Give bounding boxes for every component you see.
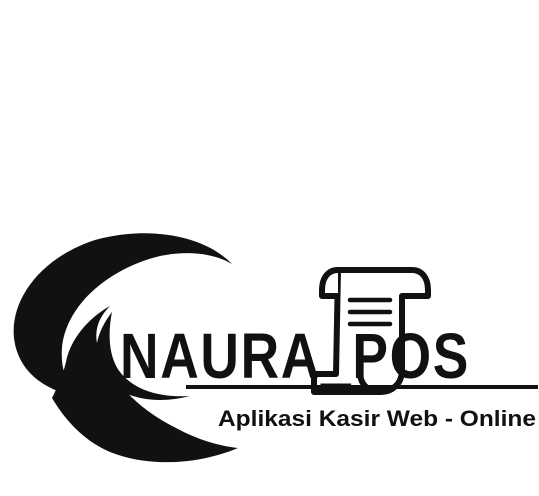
brand-name: NAURA_POS — [120, 320, 470, 392]
receipt-icon — [311, 267, 431, 395]
receipt-lines — [347, 297, 393, 327]
swoosh-icon — [13, 233, 238, 463]
tagline: Aplikasi Kasir Web - Online — [218, 406, 536, 431]
divider-line — [186, 385, 538, 389]
